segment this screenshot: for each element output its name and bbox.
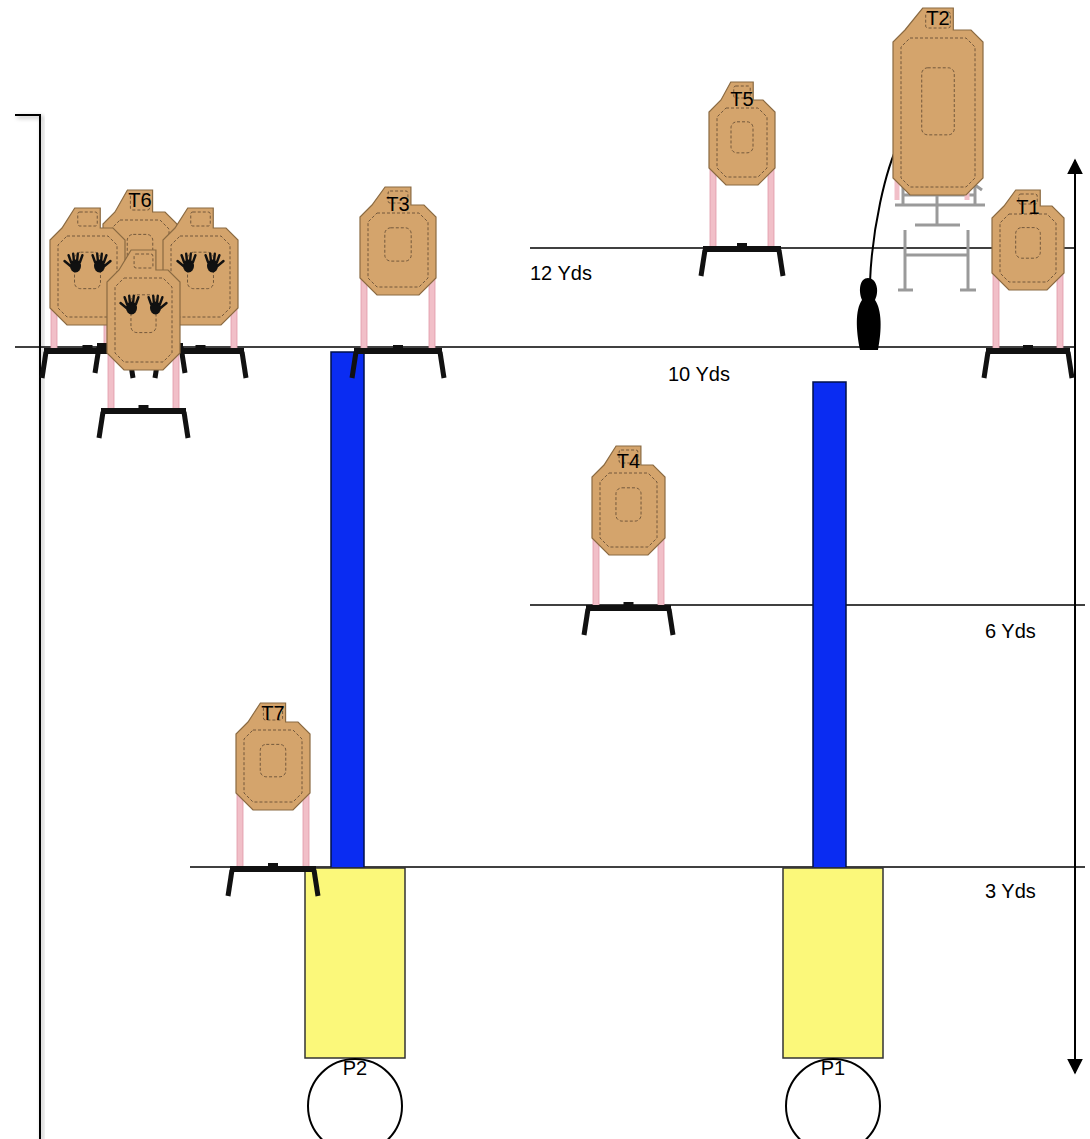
target: T1: [992, 190, 1064, 290]
shooting-box: [783, 868, 883, 1058]
target-silhouette: [360, 187, 436, 295]
target-silhouette: [236, 703, 310, 810]
target-silhouette: [592, 446, 665, 555]
popper: [857, 278, 881, 350]
no-shoot-target: [107, 250, 180, 370]
target-shape: [893, 8, 983, 195]
position-label: P1: [821, 1058, 845, 1139]
fault-line: [813, 382, 846, 868]
hand-symbol: [149, 296, 167, 315]
hand-symbol: [93, 254, 111, 273]
hand-symbol: [206, 254, 224, 273]
position-label: P2: [343, 1058, 367, 1139]
dimension-arrow: [1074, 160, 1076, 1073]
target-silhouette: [709, 82, 775, 185]
target-number: T5: [730, 89, 753, 186]
target: T4: [592, 446, 665, 555]
target-number: T7: [261, 703, 284, 810]
hand-symbol: [178, 254, 196, 273]
target-silhouette: [893, 8, 983, 195]
fault-line: [331, 352, 364, 868]
target-silhouette: [992, 190, 1064, 290]
shooting-position: P2: [307, 1058, 403, 1139]
target-number: T6: [128, 190, 151, 300]
target: T2: [893, 8, 983, 195]
scoring-zone: [901, 12, 975, 187]
target: T7: [236, 703, 310, 810]
distance-label: 3 Yds: [983, 880, 1038, 902]
shooting-position: P1: [785, 1058, 881, 1139]
bay-wall: [15, 115, 40, 1139]
target-number: T1: [1016, 197, 1039, 290]
target: T5: [709, 82, 775, 185]
shooting-box: [305, 868, 405, 1058]
distance-label: 10 Yds: [666, 363, 732, 385]
target-number: T3: [386, 194, 409, 295]
target-silhouette: [107, 250, 180, 370]
target-number: T4: [617, 451, 640, 556]
scoring-zone: [115, 254, 172, 362]
distance-label: 12 Yds: [528, 262, 594, 284]
target: T3: [360, 187, 436, 295]
distance-label: 6 Yds: [983, 620, 1038, 642]
hand-symbol: [121, 296, 139, 315]
target-number: T2: [926, 8, 949, 195]
hand-symbol: [65, 254, 83, 273]
